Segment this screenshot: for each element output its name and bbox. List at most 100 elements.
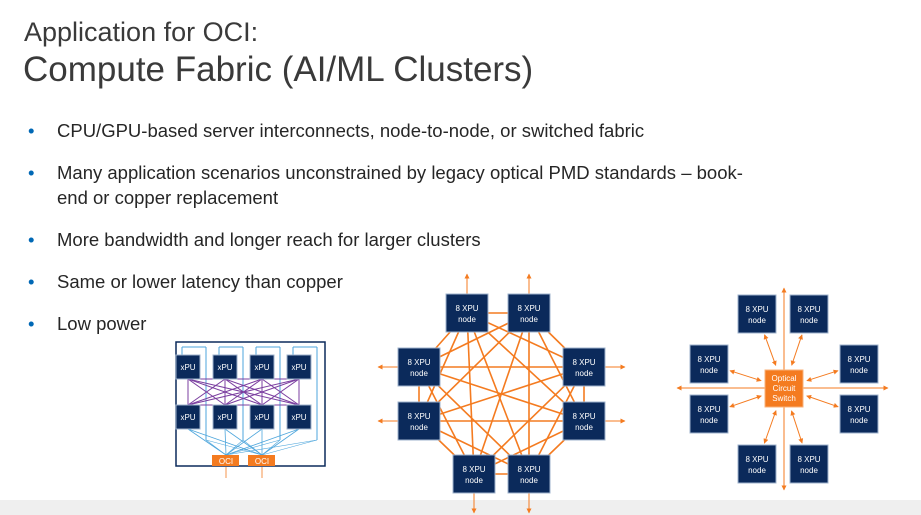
slide-subtitle: Application for OCI: bbox=[24, 17, 259, 47]
oci-link bbox=[261, 439, 318, 456]
switch-link bbox=[806, 394, 839, 408]
bullet-icon: • bbox=[28, 229, 35, 250]
switch-node bbox=[689, 394, 729, 434]
mesh-node bbox=[507, 293, 551, 333]
switch-node bbox=[737, 294, 777, 334]
xpu-link bbox=[187, 378, 263, 406]
switch-node bbox=[839, 344, 879, 384]
xpu-box bbox=[249, 354, 275, 380]
node-label: 8 XPU bbox=[847, 355, 870, 364]
bullet-item: •Many application scenarios unconstraine… bbox=[28, 162, 743, 208]
node-label: xPU bbox=[254, 413, 269, 422]
node-label: xPU bbox=[217, 363, 232, 372]
oci-box bbox=[212, 455, 239, 466]
node-label: node bbox=[465, 476, 483, 485]
bullet-item: •More bandwidth and longer reach for lar… bbox=[28, 229, 481, 250]
oci-box bbox=[248, 455, 275, 466]
switch-node bbox=[789, 444, 829, 484]
node-label: node bbox=[575, 423, 593, 432]
node-label: 8 XPU bbox=[462, 465, 485, 474]
mesh-node bbox=[452, 454, 496, 494]
node-label: xPU bbox=[180, 363, 195, 372]
node-label: 8 XPU bbox=[797, 305, 820, 314]
xpu-link bbox=[224, 378, 300, 406]
oci-link bbox=[224, 428, 227, 456]
mesh-link bbox=[418, 366, 585, 422]
bullet-icon: • bbox=[28, 313, 35, 334]
node-label: node bbox=[748, 466, 766, 475]
xpu-box bbox=[212, 354, 238, 380]
switch-label: Switch bbox=[772, 394, 796, 403]
optical-circuit-switch bbox=[764, 369, 804, 408]
mesh-node bbox=[397, 347, 441, 387]
node-label: node bbox=[575, 369, 593, 378]
switch-link bbox=[790, 334, 803, 366]
node-label: node bbox=[800, 316, 818, 325]
switch-node bbox=[737, 444, 777, 484]
node-label: node bbox=[458, 315, 476, 324]
node-label: xPU bbox=[180, 413, 195, 422]
xpu-box bbox=[175, 404, 201, 430]
node-label: 8 XPU bbox=[517, 304, 540, 313]
bullet-item: •CPU/GPU-based server interconnects, nod… bbox=[28, 120, 645, 141]
node-label: node bbox=[410, 369, 428, 378]
xpu-box bbox=[212, 404, 238, 430]
oci-link bbox=[205, 439, 263, 456]
switch-link bbox=[790, 410, 804, 444]
mesh-node bbox=[507, 454, 551, 494]
node-label: xPU bbox=[254, 363, 269, 372]
node-label: xPU bbox=[217, 413, 232, 422]
bullet-icon: • bbox=[28, 120, 35, 141]
mesh-node bbox=[397, 401, 441, 441]
node-label: node bbox=[748, 316, 766, 325]
oci-label: OCI bbox=[219, 457, 233, 466]
xpu-box bbox=[175, 354, 201, 380]
switch-link bbox=[729, 369, 762, 382]
oci-label: OCI bbox=[255, 457, 269, 466]
xpu-link bbox=[187, 378, 300, 406]
oci-link bbox=[225, 439, 244, 456]
node-label: 8 XPU bbox=[407, 358, 430, 367]
node-label: 8 XPU bbox=[745, 455, 768, 464]
oci-link bbox=[225, 428, 263, 456]
node-label: xPU bbox=[291, 413, 306, 422]
oci-link bbox=[187, 428, 227, 456]
mesh-node bbox=[562, 401, 606, 441]
switch-node bbox=[839, 394, 879, 434]
node-label: node bbox=[700, 416, 718, 425]
node-label: node bbox=[520, 315, 538, 324]
switch-label: Optical bbox=[772, 374, 797, 383]
node-label: 8 XPU bbox=[572, 358, 595, 367]
node-label: node bbox=[410, 423, 428, 432]
oci-link bbox=[225, 439, 318, 456]
node-label: 8 XPU bbox=[455, 304, 478, 313]
node-label: node bbox=[850, 366, 868, 375]
oci-link bbox=[187, 428, 263, 456]
node-label: node bbox=[520, 476, 538, 485]
node-label: node bbox=[700, 366, 718, 375]
switch-label: Circuit bbox=[773, 384, 796, 393]
switch-link bbox=[763, 334, 777, 366]
bullet-icon: • bbox=[28, 162, 35, 183]
node-label: 8 XPU bbox=[847, 405, 870, 414]
node-label: 8 XPU bbox=[697, 355, 720, 364]
xpu-box bbox=[286, 354, 312, 380]
switch-link bbox=[806, 369, 839, 382]
node-label: 8 XPU bbox=[572, 412, 595, 421]
node-label: node bbox=[850, 416, 868, 425]
xpu-link bbox=[187, 378, 226, 406]
switch-node bbox=[789, 294, 829, 334]
oci-link bbox=[205, 439, 227, 456]
xpu-box bbox=[286, 404, 312, 430]
node-label: 8 XPU bbox=[697, 405, 720, 414]
xpu-box bbox=[249, 404, 275, 430]
footer-bar bbox=[0, 500, 921, 515]
slide-title: Compute Fabric (AI/ML Clusters) bbox=[23, 50, 534, 89]
bullet-item: •Same or lower latency than copper bbox=[28, 271, 343, 292]
node-label: 8 XPU bbox=[517, 465, 540, 474]
mesh-node bbox=[445, 293, 489, 333]
mesh-node bbox=[562, 347, 606, 387]
switch-node bbox=[689, 344, 729, 384]
switch-link bbox=[763, 410, 777, 444]
bullet-item: •Low power bbox=[28, 313, 147, 334]
